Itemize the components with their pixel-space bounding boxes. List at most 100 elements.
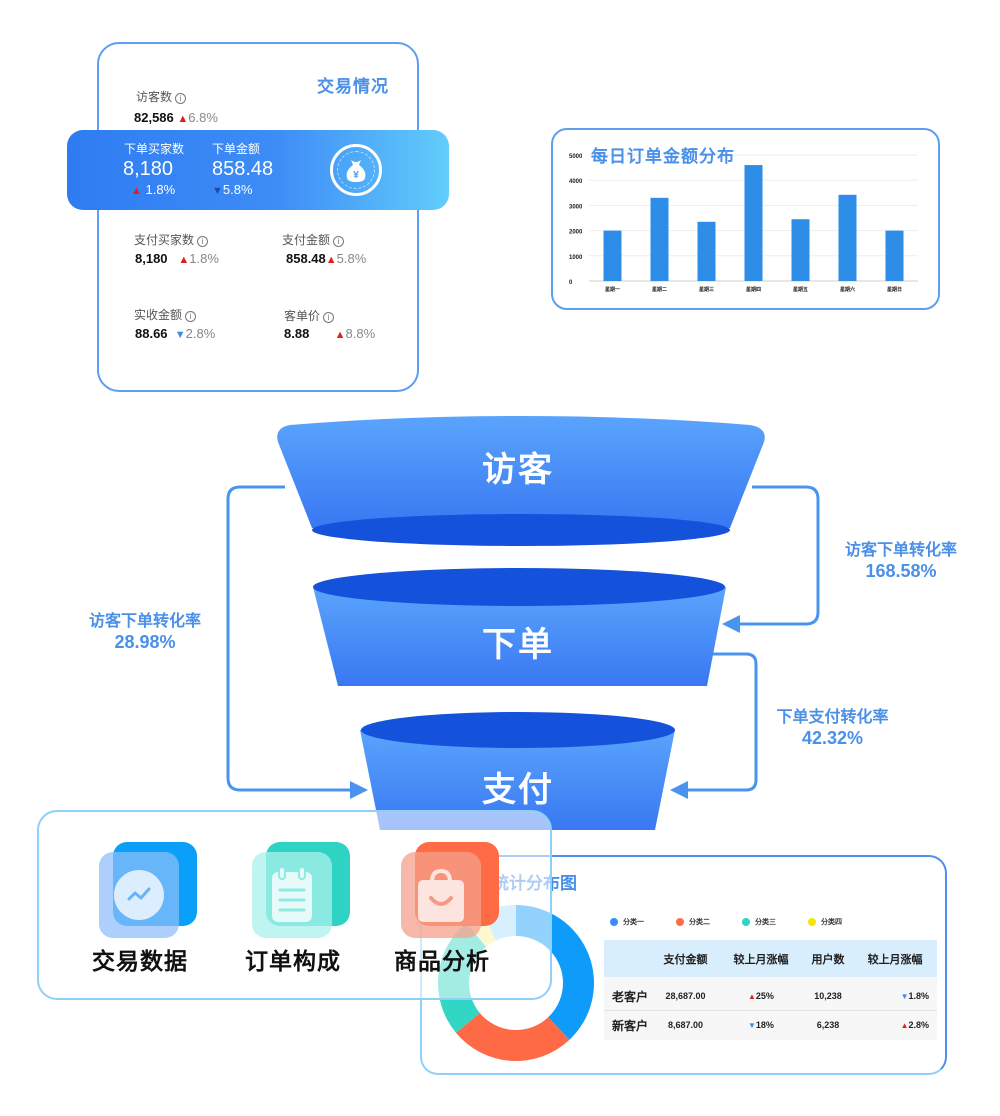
arrow-head-icon (670, 781, 688, 799)
y-tick-label: 5000 (569, 154, 583, 160)
legend-label: 分类二 (689, 919, 710, 926)
arrow-head-icon (722, 615, 740, 633)
connector-visitor-to-pay (226, 485, 352, 792)
info-icon[interactable]: i (323, 312, 335, 323)
trend-down-icon: ▼ (212, 185, 223, 197)
legend-dot-icon (676, 918, 684, 926)
info-icon[interactable]: i (185, 311, 197, 322)
funnel-stage-order (313, 587, 726, 686)
trend-chart-glyph (114, 870, 164, 920)
trend-chart-icon (99, 852, 179, 938)
rate-name: 下单支付转化率 (776, 709, 889, 726)
trend-down-icon: ▼ (900, 992, 909, 1002)
legend-item[interactable]: 分类三 (742, 917, 808, 927)
funnel-stage-pay (360, 730, 675, 830)
unit-price-number: 8.88 (284, 326, 310, 341)
rate-name: 访客下单转化率 (844, 542, 957, 559)
trend-up-icon: ▲ (325, 254, 337, 266)
module-order-composition[interactable]: 订单构成 (230, 842, 360, 992)
amount-pct: 18% (755, 1020, 774, 1031)
users-change-cell: ▼1.8% (853, 977, 937, 1011)
rate-value: 42.32% (801, 728, 864, 748)
header-cell: 较上月涨幅 (853, 940, 937, 977)
rate-value: 28.98% (114, 632, 176, 652)
visitors-value: 82,586 ▲6.8% (134, 110, 218, 125)
shopping-bag-glyph (418, 868, 464, 922)
x-tick-label: 星期五 (793, 286, 808, 293)
trend-up-icon: ▲ (334, 329, 346, 341)
funnel-stage-order-top (313, 568, 725, 606)
bar-星期四[interactable] (744, 165, 763, 281)
unit-price-label-text: 客单价 (284, 309, 321, 323)
donut-legend: 分类一 分类二 分类三 分类四 (610, 917, 874, 927)
legend-item[interactable]: 分类一 (610, 917, 676, 927)
notepad-icon (252, 852, 332, 938)
users-pct: 1.8% (908, 991, 929, 1002)
trend-up-icon: ▲ (178, 254, 190, 266)
order-buyers-label: 下单买家数 (124, 142, 185, 156)
x-tick-label: 星期三 (699, 286, 714, 293)
amount-pct: 25% (755, 991, 774, 1002)
bar-星期日[interactable] (885, 230, 904, 281)
legend-label: 分类一 (623, 919, 644, 926)
pay-buyers-label-text: 支付买家数 (134, 233, 195, 247)
legend-dot-icon (610, 918, 618, 926)
header-cell (604, 940, 652, 977)
bar-星期五[interactable] (791, 219, 810, 281)
received-pct: 2.8% (185, 326, 216, 341)
order-amount-value: 858.48 (212, 158, 274, 180)
trade-card-title: 交易情况 (317, 77, 389, 96)
donut-slice-分类二[interactable] (455, 1012, 570, 1061)
bar-星期一[interactable] (603, 230, 622, 281)
header-cell: 用户数 (802, 940, 854, 977)
info-icon[interactable]: i (333, 236, 345, 247)
amount-cell: 28,687.00 (652, 977, 720, 1011)
visitors-pct: 6.8% (188, 110, 218, 125)
daily-order-bar-chart: 010002000300040005000星期一星期二星期三星期四星期五星期六星… (569, 154, 918, 293)
module-label: 商品分析 (394, 948, 490, 974)
rate-value: 168.58% (865, 561, 937, 581)
module-label: 订单构成 (245, 948, 341, 974)
x-tick-label: 星期一 (605, 286, 620, 293)
pay-buyers-number: 8,180 (135, 251, 168, 266)
info-icon[interactable]: i (197, 236, 209, 247)
x-tick-label: 星期二 (652, 286, 667, 293)
table-header-row: 支付金额 较上月涨幅 用户数 较上月涨幅 (604, 940, 937, 977)
money-bag-icon: ¥ (330, 144, 382, 196)
funnel-stage-visitor-base (312, 514, 730, 546)
amount-change-cell: ▲25% (719, 977, 803, 1011)
received-number: 88.66 (135, 326, 168, 341)
unit-price-pct: 8.8% (345, 326, 376, 341)
legend-item[interactable]: 分类二 (676, 917, 742, 927)
legend-item[interactable]: 分类四 (808, 917, 874, 927)
order-highlight-band: 下单买家数 8,180 ▲ 1.8% 下单金额 858.48 ▼5.8% ¥ (67, 130, 449, 210)
visitors-label-text: 访客数 (136, 90, 173, 104)
y-tick-label: 0 (569, 280, 573, 286)
module-trade-data[interactable]: 交易数据 (77, 842, 207, 992)
legend-label: 分类三 (755, 919, 776, 926)
pay-buyers-value: 8,180 ▲1.8% (135, 251, 219, 266)
order-amount-pct: ▼5.8% (212, 182, 253, 197)
bar-星期三[interactable] (697, 221, 716, 281)
pay-amount-number: 858.48 (286, 251, 326, 266)
trend-up-icon: ▲ (900, 1021, 909, 1031)
info-icon[interactable]: i (175, 93, 187, 104)
connector-visitor-to-order (738, 485, 820, 626)
rate-visitor-pay: 访客下单转化率 28.98% (70, 611, 220, 653)
bar-星期二[interactable] (650, 197, 669, 281)
quick-modules-card: 交易数据 订单构成 商品分析 (37, 810, 552, 1000)
rate-order-pay: 下单支付转化率 42.32% (760, 707, 905, 749)
shopping-bag-icon (401, 852, 481, 938)
users-cell: 6,238 (802, 1010, 854, 1040)
order-buyers-pct-text: 1.8% (145, 182, 176, 197)
bar-星期六[interactable] (838, 194, 857, 281)
legend-label: 分类四 (821, 919, 842, 926)
header-cell: 支付金额 (652, 940, 720, 977)
funnel-stage-visitor (277, 416, 765, 528)
module-product-analysis[interactable]: 商品分析 (379, 842, 509, 992)
